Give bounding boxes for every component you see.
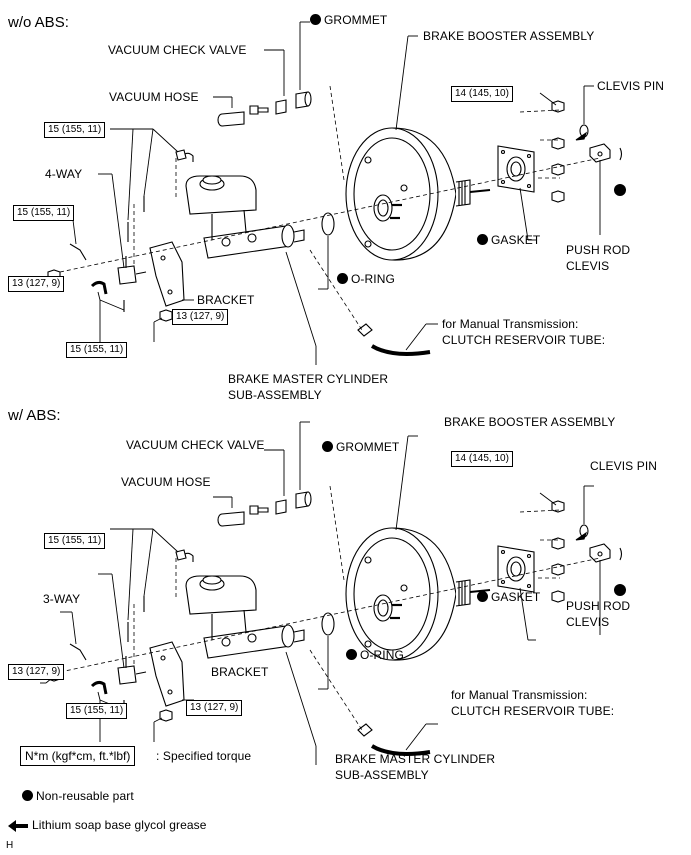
label-clevis: CLEVIS — [566, 615, 610, 629]
label-o-ring: O-RING — [337, 272, 395, 286]
label-clevis: CLEVIS — [566, 259, 610, 273]
legend-torque-box: N*m (kgf*cm, ft.*lbf) — [20, 746, 136, 766]
label-brake-booster: BRAKE BOOSTER ASSEMBLY — [423, 29, 595, 43]
label-vacuum-hose: VACUUM HOSE — [121, 475, 211, 489]
label-3-way: 3-WAY — [43, 592, 81, 606]
torque-box: 15 (155, 11) — [13, 205, 75, 221]
torque-box: 15 (155, 11) — [66, 342, 128, 358]
torque-box: 15 (155, 11) — [44, 533, 106, 549]
torque-box: 13 (127, 9) — [186, 700, 243, 716]
torque-box: 13 (127, 9) — [8, 664, 65, 680]
label-vacuum-hose: VACUUM HOSE — [109, 90, 199, 104]
label-bracket: BRACKET — [197, 293, 255, 307]
label-clevis-pin: CLEVIS PIN — [597, 79, 665, 93]
torque-box: 15 (155, 11) — [44, 122, 106, 138]
label-grommet: GROMMET — [310, 13, 387, 27]
label-grommet: GROMMET — [322, 440, 399, 454]
section-title-with-abs: w/ ABS: — [8, 407, 61, 424]
label-bracket: BRACKET — [211, 665, 269, 679]
torque-box: 13 (127, 9) — [172, 309, 229, 325]
label-push-rod: PUSH ROD — [566, 599, 631, 613]
label-manual-transmission: for Manual Transmission: — [451, 688, 588, 702]
label-master-cylinder-sub: SUB-ASSEMBLY — [228, 388, 322, 402]
label-4-way: 4-WAY — [45, 167, 83, 181]
section-title-without-abs: w/o ABS: — [8, 14, 69, 31]
label-vacuum-check-valve: VACUUM CHECK VALVE — [108, 43, 247, 57]
figure-code: H — [6, 840, 14, 851]
torque-box: 13 (127, 9) — [8, 276, 65, 292]
label-push-rod: PUSH ROD — [566, 243, 631, 257]
label-clutch-reservoir-tube: CLUTCH RESERVOIR TUBE: — [442, 333, 606, 347]
label-o-ring: O-RING — [346, 648, 404, 662]
label-brake-booster: BRAKE BOOSTER ASSEMBLY — [444, 415, 616, 429]
non-reusable-dot-icon — [346, 649, 357, 660]
label-manual-transmission: for Manual Transmission: — [442, 317, 579, 331]
legend-grease: Lithium soap base glycol grease — [32, 818, 207, 832]
label-clevis-pin: CLEVIS PIN — [590, 459, 658, 473]
label-clutch-reservoir-tube: CLUTCH RESERVOIR TUBE: — [451, 704, 615, 718]
legend-non-reusable: Non-reusable part — [22, 789, 134, 803]
label-gasket: GASKET — [477, 233, 540, 247]
non-reusable-dot-icon — [477, 234, 488, 245]
label-gasket: GASKET — [477, 590, 540, 604]
torque-box: 15 (155, 11) — [66, 703, 128, 719]
label-master-cylinder-sub: SUB-ASSEMBLY — [335, 768, 429, 782]
assembly-without-abs — [38, 20, 628, 367]
non-reusable-dot-icon — [310, 14, 321, 25]
non-reusable-dot-icon — [322, 441, 333, 452]
label-master-cylinder: BRAKE MASTER CYLINDER — [335, 752, 496, 766]
legend-torque-desc: : Specified torque — [156, 749, 252, 763]
label-master-cylinder: BRAKE MASTER CYLINDER — [228, 372, 389, 386]
grease-arrow-icon — [8, 820, 28, 832]
non-reusable-dot-icon — [22, 790, 33, 801]
torque-box: 14 (145, 10) — [451, 451, 513, 467]
non-reusable-dot-icon — [477, 591, 488, 602]
label-vacuum-check-valve: VACUUM CHECK VALVE — [126, 438, 265, 452]
non-reusable-dot-icon — [337, 273, 348, 284]
torque-box: 14 (145, 10) — [451, 86, 513, 102]
